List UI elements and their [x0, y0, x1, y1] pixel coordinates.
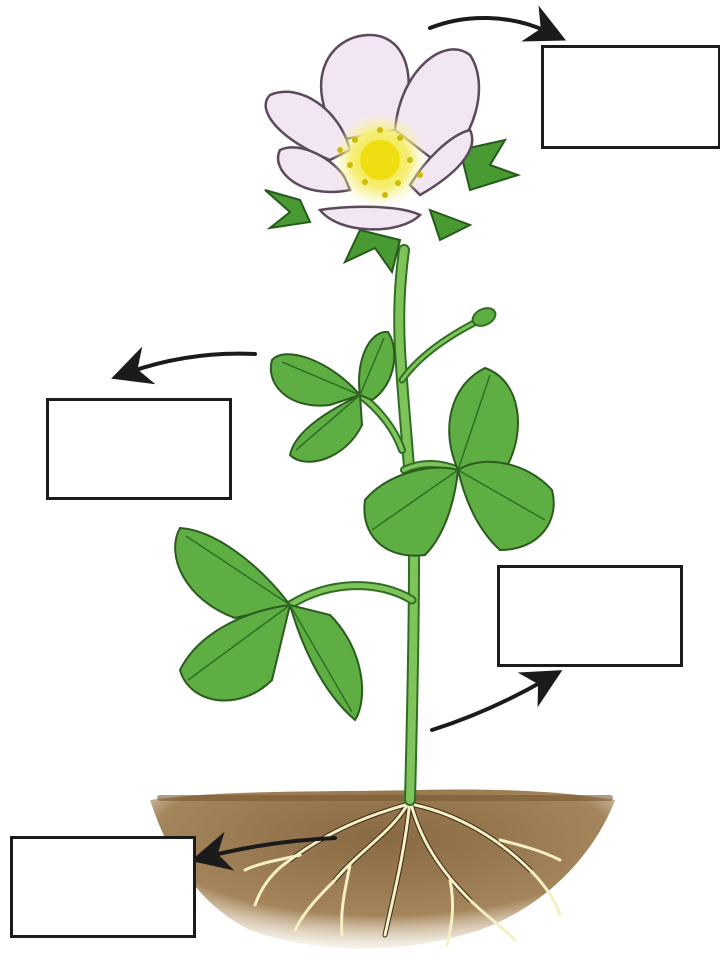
right-leaf: [364, 368, 553, 556]
root-label-box[interactable]: [10, 836, 196, 938]
stem-label-box[interactable]: [497, 565, 683, 667]
upper-left-leaf: [271, 332, 394, 462]
flower-label-box[interactable]: [541, 45, 720, 149]
arrow-to-stem-box: [432, 680, 545, 730]
leaf-label-box[interactable]: [46, 398, 232, 500]
flower-center: [332, 112, 428, 208]
arrow-to-leaf-box: [130, 354, 255, 372]
arrow-to-flower-box: [430, 18, 548, 32]
lower-left-leaf: [175, 528, 362, 720]
